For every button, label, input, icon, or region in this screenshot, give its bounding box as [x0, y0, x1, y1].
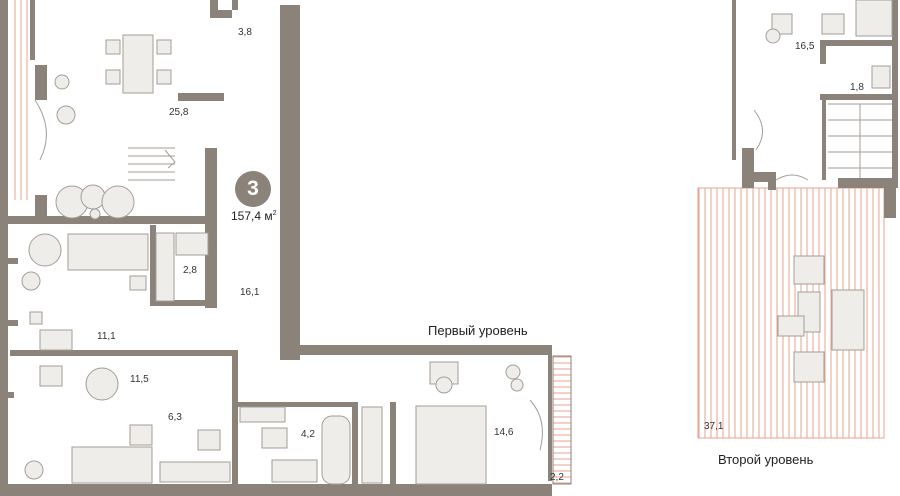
staircase-level1: [128, 147, 176, 181]
walls-level2: [732, 0, 898, 218]
left-balcony-hatch: [10, 0, 32, 200]
rooms-count-badge: 3: [235, 171, 271, 207]
level1-plan: [0, 0, 572, 496]
staircase-level2: [828, 103, 892, 178]
room-area-wardrobe: 2,8: [183, 265, 197, 276]
room-area-kitchen-living: 25,8: [169, 107, 189, 118]
total-area-unit-sup: 2: [272, 210, 277, 217]
room-area-bathroom: 4,2: [301, 429, 315, 440]
doors-level2: [753, 109, 809, 181]
wardrobe-shelves: [155, 232, 209, 302]
room-area-terrace: 37,1: [704, 421, 724, 432]
terrace-furniture: [777, 255, 865, 383]
total-area: 157,4 м2: [231, 209, 277, 223]
bathroom-fixtures: [239, 406, 383, 485]
lounge-chairs: [55, 184, 135, 220]
master-bedroom-furniture: [415, 361, 487, 485]
room-area-wc-upper: 1,8: [850, 82, 864, 93]
bedroom-left-furniture: [28, 233, 149, 351]
upper-room-furniture: [765, 0, 893, 89]
room-area-storage-top: 3,8: [238, 27, 252, 38]
walls-level1: [0, 0, 552, 496]
plants: [21, 74, 524, 480]
room-area-hall: 16,1: [240, 287, 260, 298]
doors-level1: [34, 99, 543, 451]
room-area-master-bedroom: 14,6: [494, 427, 514, 438]
total-area-unit: м: [264, 209, 273, 223]
room-area-corridor: 6,3: [168, 412, 182, 423]
level2-plan: [697, 0, 898, 439]
dining-table: [105, 34, 172, 94]
level2-title: Второй уровень: [718, 452, 814, 467]
room-area-balcony: 2,2: [550, 472, 564, 483]
bedroom-child-furniture: [39, 365, 231, 484]
room-area-bedroom-left: 11,1: [97, 331, 116, 342]
room-area-bedroom-child: 11,5: [130, 374, 149, 385]
room-area-living-upper: 16,5: [795, 41, 815, 52]
balcony-hatch: [553, 356, 571, 484]
level1-title: Первый уровень: [428, 323, 528, 338]
total-area-value: 157,4: [231, 209, 262, 223]
